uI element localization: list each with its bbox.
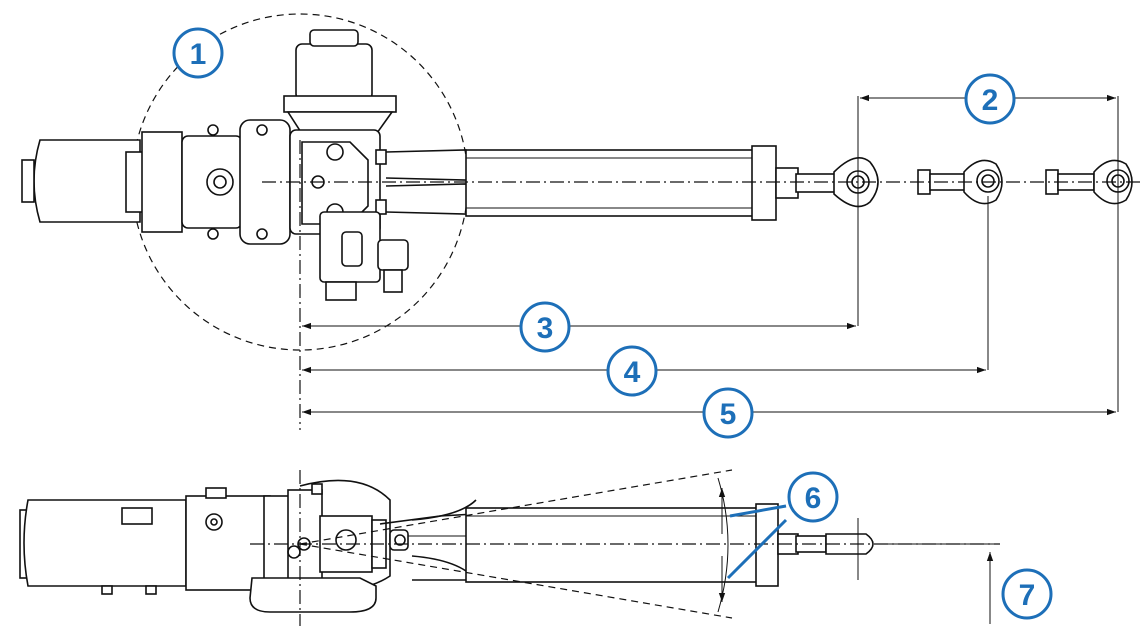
swing-lower-limit (299, 543, 733, 619)
top-view (21, 13, 1141, 430)
callout-4-ring (606, 345, 658, 397)
side-view (19, 469, 1000, 626)
callout-3-label: 3 (537, 312, 554, 345)
callout-1-ring (172, 27, 224, 79)
callout-5-label: 5 (720, 398, 737, 431)
swing-upper-limit (299, 469, 733, 545)
callout-1-label: 1 (190, 38, 207, 71)
motor-end-cap (21, 159, 35, 203)
callout-2-ring (964, 73, 1016, 125)
side-rod-end (825, 533, 874, 555)
callout-4-label: 4 (624, 356, 641, 389)
solenoid-flange (283, 95, 397, 113)
callout-2-label: 2 (982, 84, 999, 117)
side-foot-flange (249, 577, 377, 613)
callout-1: 1 (172, 27, 224, 79)
cylinder-tube (465, 149, 759, 217)
gearbox-bolt (206, 168, 234, 196)
side-gearbox (185, 495, 271, 591)
callout-6-leader-upper (729, 504, 787, 518)
motor-adapter (141, 131, 183, 233)
solenoid-top (295, 43, 373, 101)
callout-3: 3 (519, 301, 571, 353)
motor-body (33, 139, 141, 223)
callout-6-leader-lower (726, 518, 788, 580)
callout-5-ring (702, 387, 754, 439)
callout-3-ring (519, 301, 571, 353)
callout-6-label: 6 (805, 482, 822, 515)
cylinder-end-cap (751, 145, 777, 221)
lower-solenoid (319, 211, 381, 283)
callout-7-ring (1001, 568, 1053, 620)
side-motor-body (23, 499, 187, 587)
callout-5: 5 (702, 387, 754, 439)
callout-6-ring (787, 471, 839, 523)
callout-2: 2 (964, 73, 1016, 125)
callout-7: 7 (1001, 568, 1053, 620)
side-cylinder (465, 507, 777, 583)
callout-4: 4 (606, 345, 658, 397)
callout-7-label: 7 (1019, 579, 1036, 612)
callout-6: 6 (787, 471, 839, 523)
